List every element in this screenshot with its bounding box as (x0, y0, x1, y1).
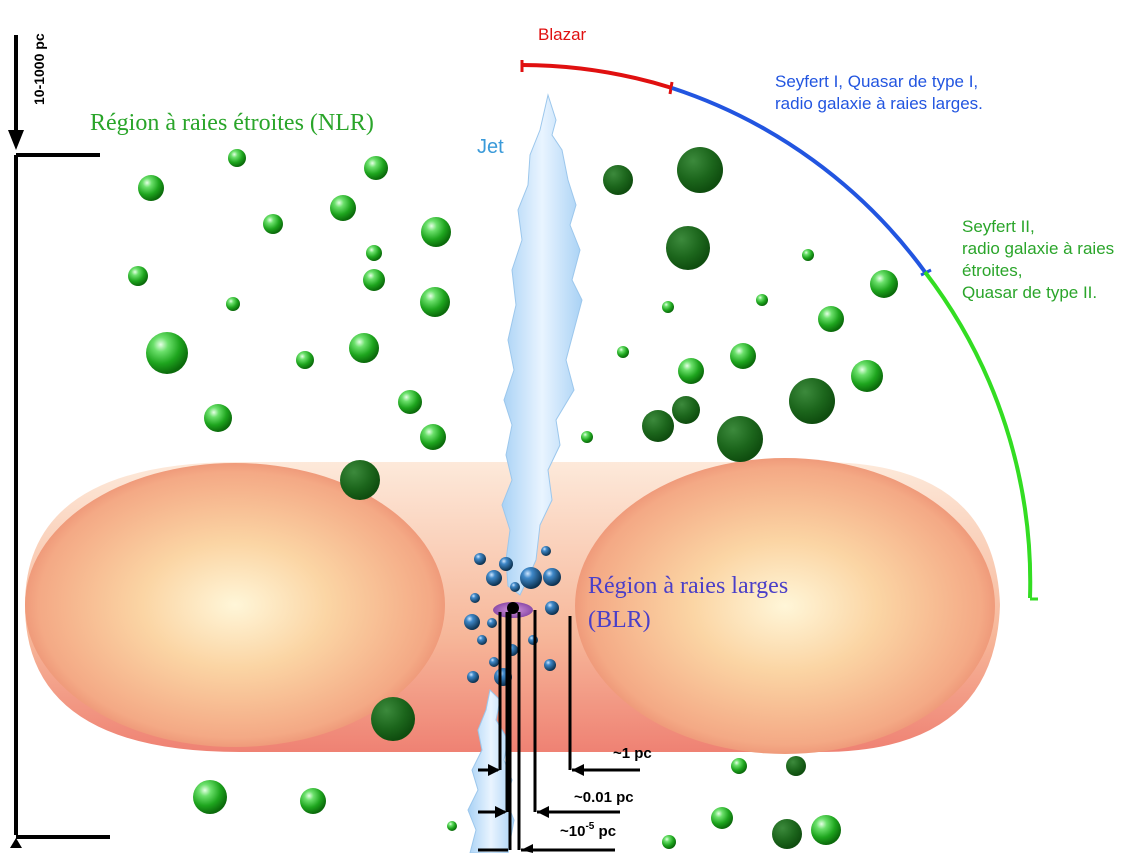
nlr-cloud (756, 294, 768, 306)
blr-cloud (467, 671, 479, 683)
nlr-cloud (420, 424, 446, 450)
jet-label: Jet (477, 136, 504, 158)
blr-cloud (464, 614, 480, 630)
nlr-cloud (772, 819, 802, 849)
blr-label-line1: Région à raies larges (588, 573, 788, 599)
scale-1pc-label: ~1 pc (613, 745, 652, 762)
nlr-cloud (662, 835, 676, 849)
blr-cloud (474, 553, 486, 565)
blr-cloud (499, 557, 513, 571)
nlr-cloud (366, 245, 382, 261)
nlr-cloud (672, 396, 700, 424)
blr-cloud (470, 593, 480, 603)
nlr-cloud (340, 460, 380, 500)
nlr-cloud (421, 217, 451, 247)
nlr-cloud (226, 297, 240, 311)
blr-cloud (543, 568, 561, 586)
seyfert2-label-line3: étroites, (962, 261, 1022, 280)
scale-small-unit: pc (594, 823, 616, 840)
blr-cloud (510, 582, 520, 592)
nlr-cloud (364, 156, 388, 180)
nlr-cloud (363, 269, 385, 291)
nlr-cloud (193, 780, 227, 814)
seyfert1-label-line2: radio galaxie à raies larges. (775, 94, 983, 113)
nlr-cloud (811, 815, 841, 845)
nlr-cloud (447, 821, 457, 831)
nlr-cloud (802, 249, 814, 261)
nlr-cloud (420, 287, 450, 317)
nlr-cloud (349, 333, 379, 363)
nlr-cloud (128, 266, 148, 286)
scale-small-base: ~10 (560, 823, 585, 840)
seyfert2-label-line1: Seyfert II, (962, 217, 1035, 236)
blr-cloud (545, 601, 559, 615)
seyfert1-label-line1: Seyfert I, Quasar de type I, (775, 72, 978, 91)
nlr-cloud (603, 165, 633, 195)
torus-right-lobe (575, 458, 995, 754)
nlr-cloud (263, 214, 283, 234)
nlr-cloud (818, 306, 844, 332)
nlr-cloud (678, 358, 704, 384)
nlr-cloud (642, 410, 674, 442)
nlr-cloud (330, 195, 356, 221)
arc-blazar (521, 63, 673, 90)
nlr-cloud (711, 807, 733, 829)
nlr-cloud (717, 416, 763, 462)
blr-cloud (520, 567, 542, 589)
nlr-cloud (398, 390, 422, 414)
nlr-cloud (296, 351, 314, 369)
arc-seyfert1 (671, 86, 927, 274)
nlr-cloud (228, 149, 246, 167)
nlr-cloud (138, 175, 164, 201)
nlr-cloud (617, 346, 629, 358)
blr-cloud (541, 546, 551, 556)
nlr-cloud (371, 697, 415, 741)
nlr-cloud (730, 343, 756, 369)
nlr-cloud (789, 378, 835, 424)
scale-001pc-label: ~0.01 pc (574, 789, 634, 806)
nlr-cloud (731, 758, 747, 774)
nlr-cloud (300, 788, 326, 814)
nlr-cloud (662, 301, 674, 313)
blr-clouds (464, 546, 561, 686)
blr-label-line2: (BLR) (588, 607, 651, 633)
scale-small-label: ~10-5 pc (560, 821, 616, 840)
vertical-scale-bar (8, 35, 110, 848)
nlr-cloud (204, 404, 232, 432)
vertical-scale-label: 10-1000 pc (31, 33, 47, 105)
viewing-angle-arc (520, 60, 1038, 601)
blr-cloud (477, 635, 487, 645)
seyfert2-label-line4: Quasar de type II. (962, 283, 1097, 302)
arc-seyfert2 (923, 270, 1033, 599)
blr-cloud (486, 570, 502, 586)
blr-cloud (544, 659, 556, 671)
nlr-cloud (786, 756, 806, 776)
blazar-label: Blazar (538, 25, 587, 44)
torus-left-lobe (25, 463, 445, 747)
seyfert2-label-line2: radio galaxie à raies (962, 239, 1114, 258)
black-hole (507, 602, 519, 614)
nlr-label: Région à raies étroites (NLR) (90, 110, 374, 136)
nlr-cloud (666, 226, 710, 270)
nlr-cloud (677, 147, 723, 193)
blr-cloud (487, 618, 497, 628)
small-scale-markers (478, 610, 640, 853)
nlr-cloud (851, 360, 883, 392)
nlr-cloud (581, 431, 593, 443)
blr-cloud (489, 657, 499, 667)
scale-small-exp: -5 (585, 821, 594, 832)
nlr-clouds (128, 147, 898, 849)
nlr-cloud (870, 270, 898, 298)
nlr-cloud (146, 332, 188, 374)
